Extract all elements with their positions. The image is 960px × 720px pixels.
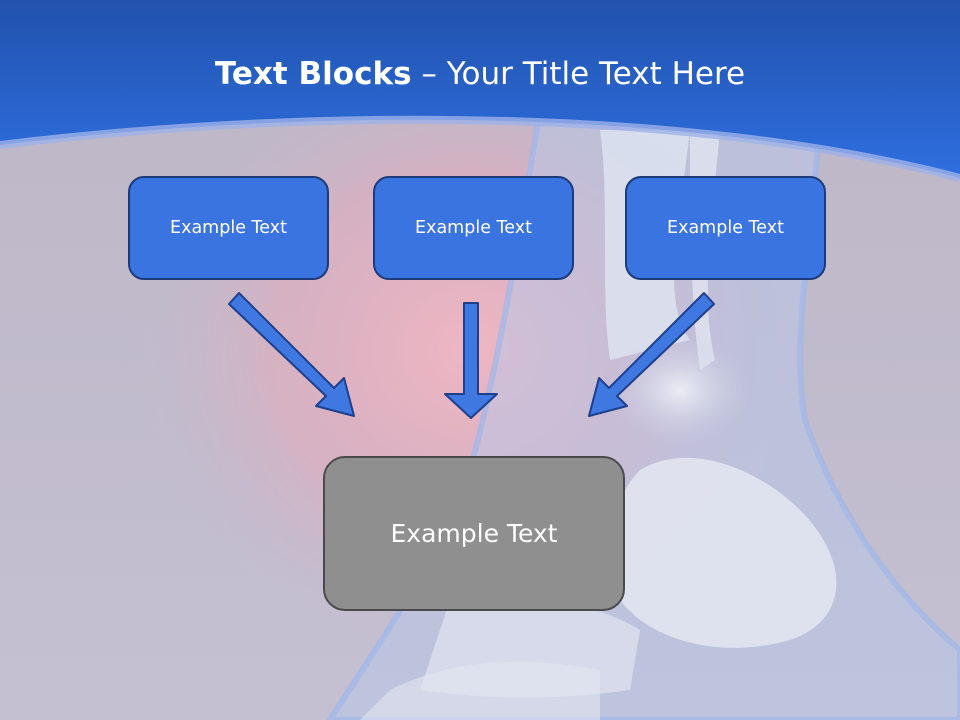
title-rest: Your Title Text Here [446, 56, 746, 92]
arrow-center [444, 302, 498, 419]
title-separator: – [411, 56, 447, 92]
arrow-left [228, 292, 355, 417]
text-block-3-label: Example Text [667, 218, 784, 238]
text-block-2-label: Example Text [415, 218, 532, 238]
target-block[interactable]: Example Text [323, 456, 625, 611]
text-block-1-label: Example Text [170, 218, 287, 238]
title-bold: Text Blocks [214, 56, 412, 92]
text-block-3[interactable]: Example Text [625, 176, 826, 280]
slide-title: Text Blocks – Your Title Text Here [0, 52, 960, 96]
target-block-label: Example Text [390, 519, 558, 548]
text-block-1[interactable]: Example Text [128, 176, 329, 280]
text-block-2[interactable]: Example Text [373, 176, 574, 280]
arrow-right [588, 292, 715, 417]
